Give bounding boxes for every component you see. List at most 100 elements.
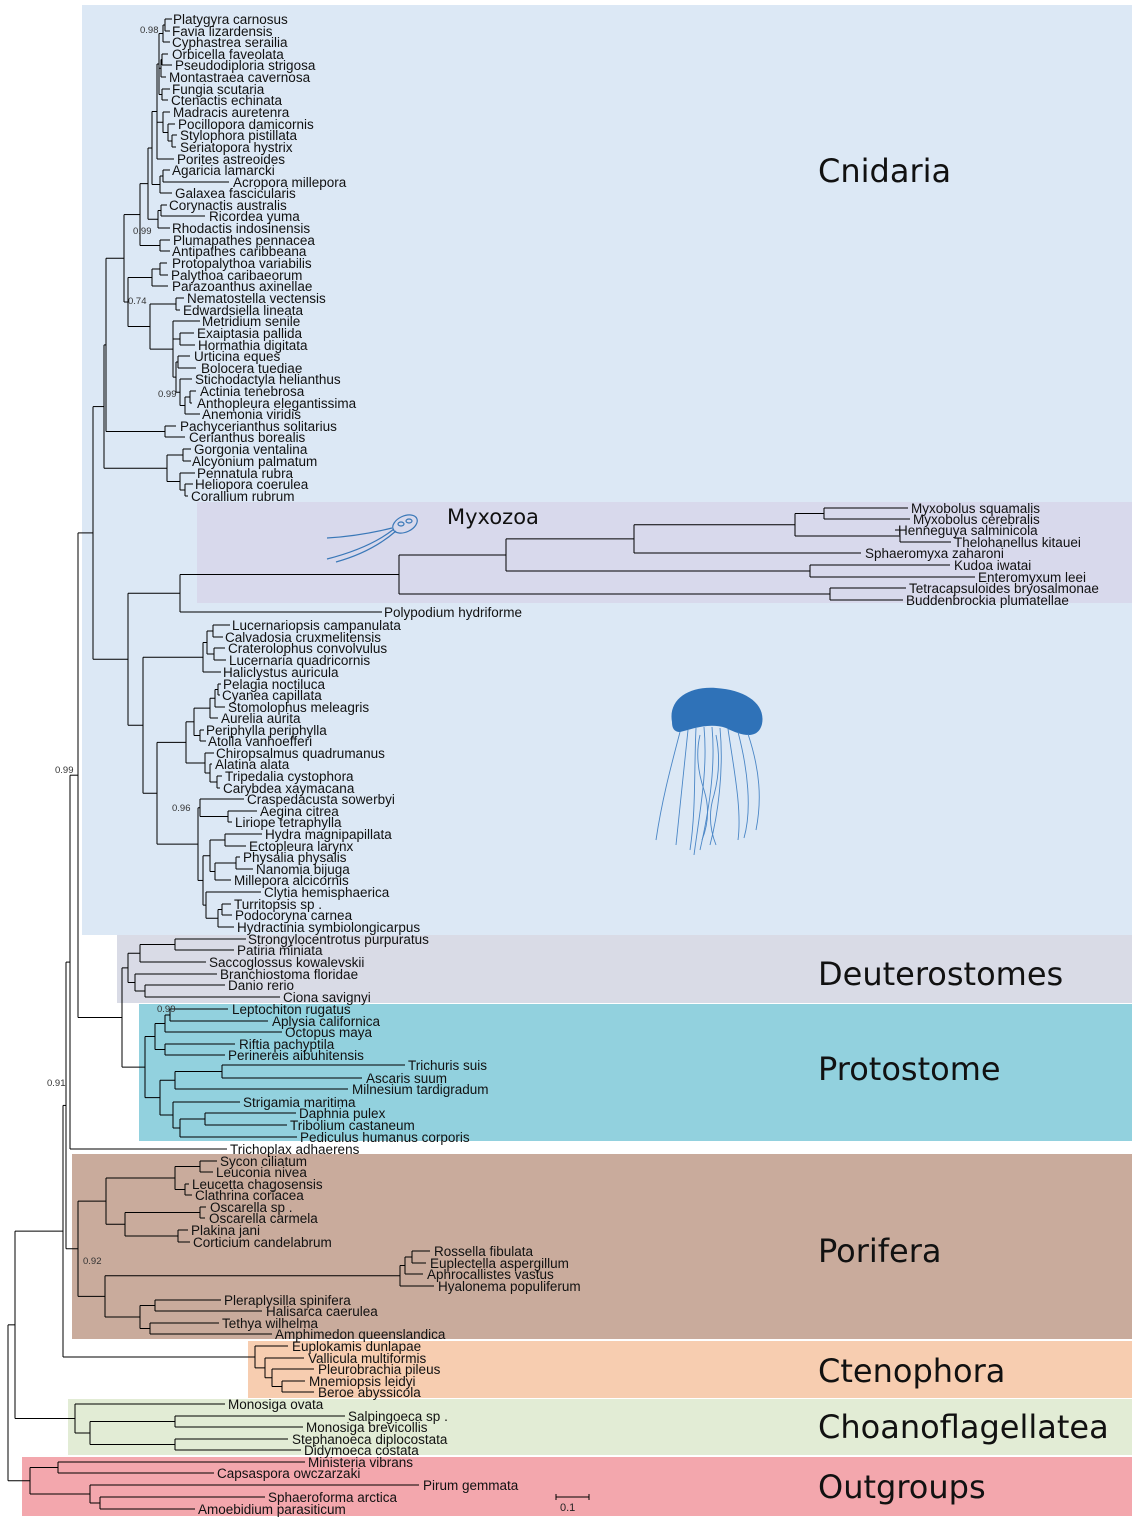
taxon-label: Buddenbrockia plumatellae	[906, 593, 1069, 608]
taxon-label: Acropora millepora	[233, 175, 347, 190]
taxon-label: Periphylla periphylla	[206, 723, 327, 738]
taxon-label: Turritopsis sp .	[234, 897, 322, 912]
taxon-label: Stylophora pistillata	[180, 128, 298, 143]
taxon-label: Galaxea fascicularis	[175, 186, 296, 201]
taxon-label: Nematostella vectensis	[187, 291, 326, 306]
taxon-label: Favia lizardensis	[172, 24, 273, 39]
scale-bar-label: 0.1	[560, 1502, 575, 1514]
taxon-label: Clytia hemisphaerica	[264, 885, 390, 900]
taxon-label: Lucernaria quadricornis	[229, 653, 370, 668]
ctenophora-panel	[248, 1341, 1132, 1398]
myxozoan-spore-icon	[326, 514, 418, 563]
taxon-label: Physalia physalis	[243, 850, 347, 865]
taxon-label: Actinia tenebrosa	[200, 384, 305, 399]
taxon-label: Tetracapsuloides bryosalmonae	[909, 581, 1099, 596]
taxon-label: Sphaeroforma arctica	[268, 1490, 398, 1505]
taxon-label: Pseudodiploria strigosa	[175, 58, 316, 73]
support-value: 0.91	[47, 1078, 66, 1089]
cnidaria-panel	[82, 5, 1132, 935]
taxon-label: Trichuris suis	[408, 1058, 487, 1073]
taxon-label: Cyphastrea serailia	[172, 35, 288, 50]
taxon-label: Metridium senile	[202, 314, 300, 329]
taxon-label: Aegina citrea	[260, 804, 339, 819]
taxon-label: Tripedalia cystophora	[225, 769, 354, 784]
taxon-label: Monosiga ovata	[228, 1397, 324, 1412]
taxon-label: Alatina alata	[215, 757, 290, 772]
outgroups-panel	[22, 1457, 1132, 1516]
taxon-label: Clathrina coriacea	[195, 1188, 304, 1203]
taxon-label: Vallicula multiformis	[308, 1351, 427, 1366]
taxon-label: Ectopleura larynx	[249, 839, 354, 854]
tree-branches	[7, 18, 975, 1510]
taxon-label: Madracis auretenra	[173, 105, 290, 120]
taxon-label: Ctenactis echinata	[171, 93, 283, 108]
clade-label-cnidaria: Cnidaria	[818, 152, 951, 190]
taxon-label: Aphrocallistes vastus	[427, 1267, 554, 1282]
taxon-label: Aplysia californica	[272, 1014, 381, 1029]
taxon-label: Montastraea cavernosa	[169, 70, 311, 85]
protostome-panel	[139, 1004, 1132, 1141]
scale-bar: 0.1	[555, 1494, 590, 1514]
taxon-label: Oscarella sp .	[210, 1200, 293, 1215]
porifera-panel	[72, 1154, 1132, 1339]
clade-label-outgroups: Outgroups	[818, 1468, 986, 1506]
support-value: 0.96	[172, 803, 191, 814]
taxon-label: Sphaeromyxa zaharoni	[865, 546, 1004, 561]
taxon-label: Liriope tetraphylla	[235, 815, 342, 830]
taxon-label: Euplectella aspergillum	[430, 1256, 569, 1271]
taxon-label: Myxobolus cerebralis	[913, 512, 1040, 527]
taxon-label: Palythoa caribaeorum	[171, 268, 302, 283]
taxon-label: Chiropsalmus quadrumanus	[216, 746, 385, 761]
taxon-label: Rossella fibulata	[434, 1244, 534, 1259]
support-value: 0.99	[133, 226, 152, 237]
taxon-label: Stomolophus meleagris	[228, 700, 369, 715]
taxon-label: Bolocera tuediae	[201, 361, 302, 376]
taxon-label: Pennatula rubra	[197, 466, 294, 481]
taxon-label: Anemonia viridis	[202, 407, 301, 422]
support-value: 0.99	[158, 389, 177, 400]
taxon-label: Enteromyxum leei	[978, 570, 1086, 585]
taxon-label: Salpingoeca sp .	[348, 1409, 448, 1424]
support-value: 0.92	[83, 1256, 102, 1267]
clade-label-choanoflagellatea: Choanoflagellatea	[818, 1408, 1109, 1446]
taxon-label: Parazoanthus axinellae	[172, 279, 312, 294]
taxon-label: Saccoglossus kowalevskii	[209, 955, 364, 970]
taxon-label: Amphimedon queenslandica	[275, 1327, 446, 1342]
taxon-label: Orbicella faveolata	[172, 47, 284, 62]
taxon-label: Exaiptasia pallida	[197, 326, 303, 341]
taxon-label: Riftia pachyptila	[239, 1037, 335, 1052]
support-value: 0.98	[140, 25, 159, 36]
taxon-label: Pirum gemmata	[423, 1478, 519, 1493]
taxon-label: Urticina eques	[194, 349, 281, 364]
taxon-label: Plakina jani	[191, 1223, 260, 1238]
taxon-label: Oscarella carmela	[209, 1211, 318, 1226]
taxon-label: Edwardsiella lineata	[183, 303, 304, 318]
taxon-label: Trichoplax adhaerens	[230, 1142, 360, 1157]
taxon-label: Tribolium castaneum	[290, 1118, 415, 1133]
taxon-label: Leptochiton rugatus	[232, 1002, 351, 1017]
taxon-label: Pelagia noctiluca	[223, 677, 326, 692]
taxon-label: Ministeria vibrans	[308, 1455, 413, 1470]
taxon-label: Lucernariopsis campanulata	[232, 618, 401, 633]
taxon-label: Perinereis aibuhitensis	[228, 1048, 364, 1063]
taxon-label: Branchiostoma floridae	[220, 967, 358, 982]
taxon-label: Antipathes caribbeana	[172, 244, 307, 259]
taxon-label: Cyanea capillata	[222, 688, 322, 703]
support-value: 0.99	[55, 765, 74, 776]
taxon-label: Stephanoeca diplocostata	[292, 1432, 448, 1447]
taxon-label: Platygyra carnosus	[173, 12, 288, 27]
taxon-label: Seriatopora hystrix	[180, 140, 293, 155]
taxon-label: Alcyonium palmatum	[192, 454, 317, 469]
clade-label-porifera: Porifera	[818, 1232, 942, 1270]
taxon-label: Calvadosia cruxmelitensis	[225, 630, 381, 645]
clade-label-myxozoa: Myxozoa	[447, 505, 539, 529]
taxon-label: Corticium candelabrum	[193, 1235, 332, 1250]
taxon-label: Craterolophus convolvulus	[228, 641, 387, 656]
taxon-label: Carybdea xaymacana	[223, 781, 355, 796]
taxon-label: Strongylocentrotus purpuratus	[248, 932, 429, 947]
taxon-label: Cerianthus borealis	[189, 430, 306, 445]
taxon-label: Pleraplysilla spinifera	[224, 1293, 351, 1308]
taxon-label: Henneguya salminicola	[898, 523, 1038, 538]
support-value: 0.74	[128, 296, 147, 307]
